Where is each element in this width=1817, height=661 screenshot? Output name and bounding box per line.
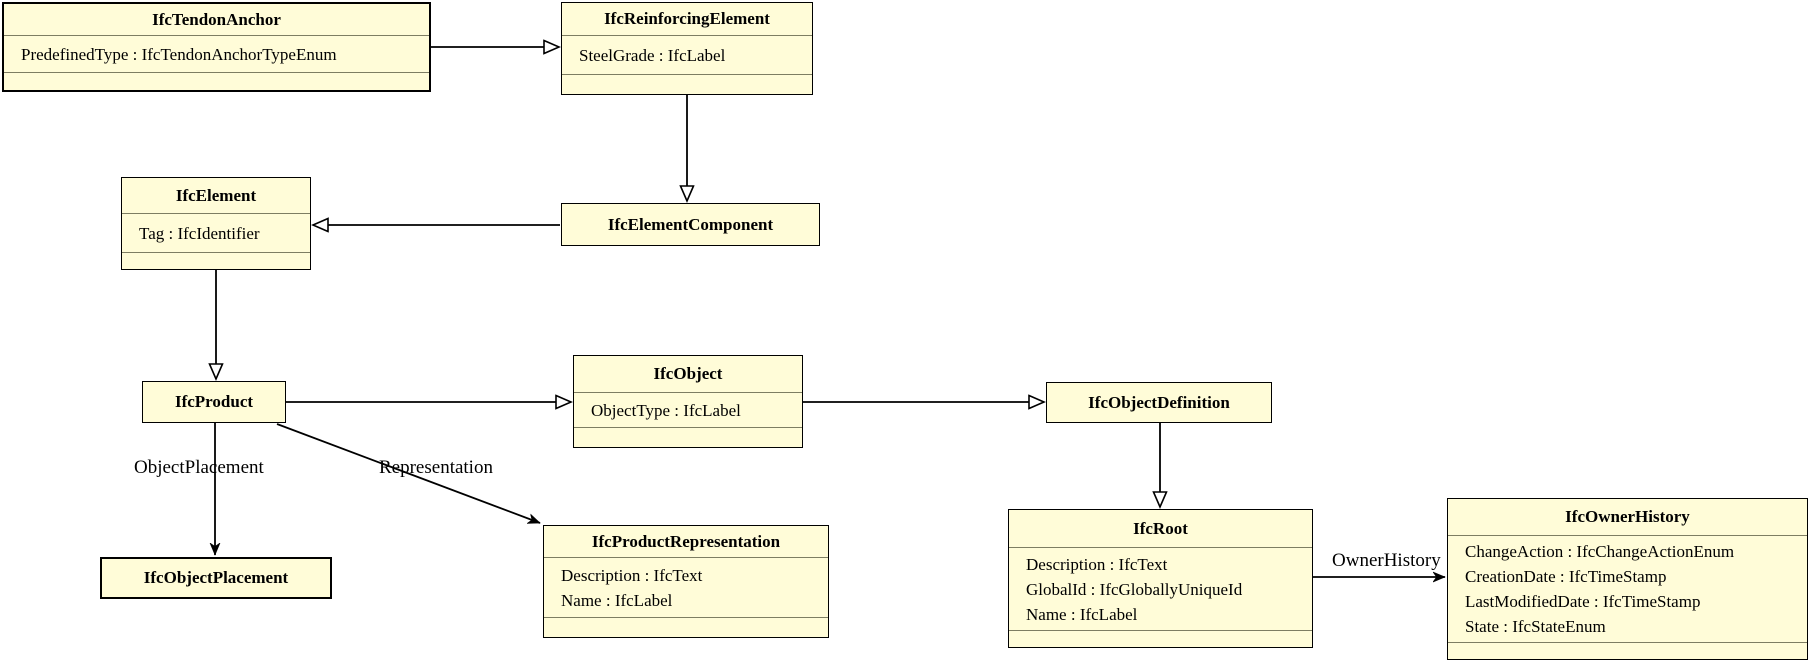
class-box-ifcobjectplacement: IfcObjectPlacement [100, 557, 332, 599]
class-title: IfcObjectPlacement [143, 568, 289, 587]
class-empty-compartment [574, 428, 802, 447]
class-box-ifcelement: IfcElement Tag : IfcIdentifier [121, 177, 311, 270]
class-box-ifcproduct: IfcProduct [142, 381, 286, 423]
attribute-line: ChangeAction : IfcChangeActionEnum [1465, 542, 1735, 561]
attribute-line: SteelGrade : IfcLabel [579, 45, 726, 65]
attribute-line: ObjectType : IfcLabel [591, 400, 741, 420]
attribute-line: Description : IfcText [561, 565, 703, 585]
attribute-line: PredefinedType : IfcTendonAnchorTypeEnum [21, 44, 337, 64]
class-title: IfcReinforcingElement [562, 3, 812, 36]
class-empty-compartment [562, 75, 812, 94]
class-title: IfcRoot [1009, 510, 1312, 548]
class-box-ifcownerhistory: IfcOwnerHistory ChangeAction : IfcChange… [1447, 498, 1808, 660]
class-empty-compartment [4, 73, 429, 90]
class-attributes: Description : IfcText GlobalId : IfcGlob… [1009, 548, 1312, 631]
attribute-line: CreationDate : IfcTimeStamp [1465, 567, 1667, 586]
attribute-line: State : IfcStateEnum [1465, 617, 1606, 636]
class-attributes: PredefinedType : IfcTendonAnchorTypeEnum [4, 36, 429, 73]
class-box-ifcreinforcingelement: IfcReinforcingElement SteelGrade : IfcLa… [561, 2, 813, 95]
edge-label-representation: Representation [379, 457, 493, 478]
attribute-line: Tag : IfcIdentifier [139, 223, 260, 243]
class-box-ifcelementcomponent: IfcElementComponent [561, 203, 820, 246]
class-attributes: Tag : IfcIdentifier [122, 214, 310, 253]
class-title: IfcElementComponent [607, 214, 774, 234]
class-empty-compartment [544, 618, 828, 637]
class-box-ifctendonanchor: IfcTendonAnchor PredefinedType : IfcTend… [2, 2, 431, 92]
class-title: IfcProductRepresentation [544, 526, 828, 558]
attribute-line: GlobalId : IfcGloballyUniqueId [1026, 579, 1243, 599]
class-title: IfcProduct [174, 392, 254, 411]
attribute-line: Name : IfcLabel [561, 590, 673, 610]
class-attributes: Description : IfcText Name : IfcLabel [544, 558, 828, 618]
attribute-line: Description : IfcText [1026, 554, 1168, 574]
class-title: IfcObjectDefinition [1088, 392, 1230, 412]
class-box-ifcroot: IfcRoot Description : IfcText GlobalId :… [1008, 509, 1313, 648]
class-box-ifcproductrepresentation: IfcProductRepresentation Description : I… [543, 525, 829, 638]
class-title: IfcTendonAnchor [4, 4, 429, 36]
class-empty-compartment [1009, 631, 1312, 647]
class-box-ifcobjectdefinition: IfcObjectDefinition [1046, 382, 1272, 423]
class-title: IfcObject [574, 356, 802, 393]
class-empty-compartment [122, 253, 310, 269]
class-title: IfcElement [122, 178, 310, 214]
edge-label-ownerhistory: OwnerHistory [1332, 550, 1441, 571]
edge-label-objectplacement: ObjectPlacement [134, 457, 264, 478]
attribute-line: Name : IfcLabel [1026, 604, 1138, 624]
class-attributes: ObjectType : IfcLabel [574, 393, 802, 428]
class-empty-compartment [1448, 643, 1807, 661]
class-attributes: ChangeAction : IfcChangeActionEnum Creat… [1448, 536, 1807, 643]
class-attributes: SteelGrade : IfcLabel [562, 36, 812, 75]
attribute-line: LastModifiedDate : IfcTimeStamp [1465, 592, 1701, 611]
class-box-ifcobject: IfcObject ObjectType : IfcLabel [573, 355, 803, 448]
class-title: IfcOwnerHistory [1448, 499, 1807, 536]
